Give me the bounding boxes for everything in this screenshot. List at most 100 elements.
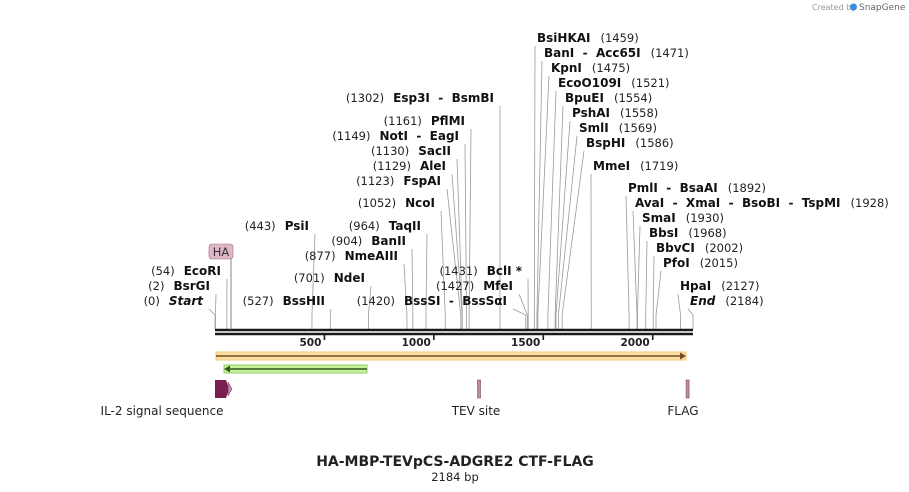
ha-tag[interactable]: HA: [208, 243, 234, 330]
feature-il-2-signal-sequence[interactable]: IL-2 signal sequence: [101, 380, 233, 418]
ha-tag-box: [208, 243, 234, 260]
site-line: [547, 90, 557, 329]
site-14[interactable]: PfoI(2015): [663, 256, 738, 270]
site-30[interactable]: BssSI - BssSαI(1420): [357, 294, 507, 308]
site-position: (1149): [332, 129, 370, 143]
site-lines: [208, 45, 694, 329]
site-0[interactable]: BsiHKAI(1459): [537, 31, 639, 45]
site-19[interactable]: NotI - EagI(1149): [332, 129, 459, 143]
site-2[interactable]: KpnI(1475): [551, 61, 630, 75]
site-position: (2127): [721, 279, 759, 293]
site-20[interactable]: SacII(1130): [371, 144, 451, 158]
site-position: (1052): [358, 196, 396, 210]
feature-tev-site[interactable]: TEV site: [451, 379, 501, 418]
site-name: BspHI: [586, 136, 625, 150]
site-line: [215, 293, 217, 329]
site-31[interactable]: PsiI(443): [245, 219, 309, 233]
feature-shape: [477, 379, 481, 399]
site-name: NcoI: [405, 196, 435, 210]
site-name: NmeAIII: [345, 249, 398, 263]
site-name: End: [690, 294, 716, 308]
site-line: [632, 210, 638, 329]
site-5[interactable]: PshAI(1558): [572, 106, 658, 120]
feature-label: TEV site: [451, 404, 501, 418]
orf-short-arrowhead: [224, 365, 230, 373]
site-line: [425, 233, 428, 329]
site-position: (1719): [640, 159, 678, 173]
site-position: (1459): [601, 31, 639, 45]
site-7[interactable]: BspHI(1586): [586, 136, 674, 150]
ruler-tick-label: 2000: [620, 337, 649, 349]
site-32[interactable]: BssHII(527): [243, 294, 325, 308]
ha-tag-label: HA: [213, 245, 230, 259]
feature-flag[interactable]: FLAG: [667, 379, 699, 418]
site-10[interactable]: AvaI - XmaI - BsoBI - TspMI (1928): [635, 196, 889, 210]
site-name: MmeI: [593, 159, 630, 173]
feature-shape-secondary: [227, 381, 233, 397]
site-9[interactable]: PmlI - BsaAI (1892): [628, 181, 766, 195]
site-line: [537, 75, 550, 329]
site-25[interactable]: BanII(904): [331, 234, 406, 248]
site-name: BpuEI: [565, 91, 604, 105]
site-line: [451, 173, 463, 329]
site-22[interactable]: FspAI(1123): [356, 174, 441, 188]
site-name: Esp3I - BsmBI: [393, 91, 494, 105]
site-position: (1928): [851, 196, 889, 210]
site-6[interactable]: SmlI(1569): [579, 121, 657, 135]
site-name: BssSI - BssSαI: [404, 294, 507, 308]
snapgene-logo: SnapGene: [850, 3, 906, 13]
orf-long[interactable]: [215, 351, 687, 361]
site-line: [557, 135, 578, 329]
site-name: BanII: [371, 234, 406, 248]
site-29[interactable]: MfeI(1427): [436, 279, 513, 293]
site-name: EcoO109I: [558, 76, 621, 90]
site-line: [512, 308, 527, 329]
feature-label: IL-2 signal sequence: [101, 404, 224, 418]
site-position: (1475): [592, 61, 630, 75]
site-position: (1427): [436, 279, 474, 293]
site-35[interactable]: Start(0): [144, 294, 205, 308]
site-name: PmlI - BsaAI: [628, 181, 718, 195]
site-24[interactable]: TaqII(964): [349, 219, 421, 233]
site-position: (1930): [686, 211, 724, 225]
site-name: NdeI: [334, 271, 365, 285]
site-position: (1431): [439, 264, 477, 278]
site-12[interactable]: BbsI(1968): [649, 226, 727, 240]
site-23[interactable]: NcoI (1052): [358, 196, 435, 210]
site-line: [533, 45, 536, 329]
site-1[interactable]: BanI - Acc65I(1471): [544, 46, 689, 60]
site-name: AvaI - XmaI - BsoBI - TspMI: [635, 196, 841, 210]
site-34[interactable]: BsrGI(2): [148, 279, 210, 293]
orf-short[interactable]: [223, 364, 368, 374]
site-8[interactable]: MmeI (1719): [593, 159, 678, 173]
site-position: (964): [349, 219, 380, 233]
site-position: (2002): [705, 241, 743, 255]
site-line: [208, 308, 216, 329]
site-18[interactable]: PflMI(1161): [384, 114, 465, 128]
site-name: EcoRI: [184, 264, 221, 278]
site-17[interactable]: Esp3I - BsmBI(1302): [346, 91, 494, 105]
site-33[interactable]: EcoRI(54): [151, 264, 221, 278]
site-position: (1892): [728, 181, 766, 195]
site-26[interactable]: NmeAIII(877): [305, 249, 398, 263]
site-28[interactable]: BclI *(1431): [439, 264, 522, 278]
site-position: (1521): [631, 76, 669, 90]
site-4[interactable]: BpuEI (1554): [565, 91, 652, 105]
site-27[interactable]: NdeI(701): [294, 271, 365, 285]
site-16[interactable]: End (2184): [690, 294, 764, 308]
site-position: (1558): [620, 106, 658, 120]
feature-label: FLAG: [667, 404, 698, 418]
site-3[interactable]: EcoO109I (1521): [558, 76, 670, 90]
site-21[interactable]: AleI(1129): [373, 159, 446, 173]
site-line: [411, 248, 414, 329]
site-position: (1554): [614, 91, 652, 105]
site-position: (2184): [725, 294, 763, 308]
site-15[interactable]: HpaI(2127): [680, 279, 759, 293]
site-position: (2015): [700, 256, 738, 270]
site-13[interactable]: BbvCI(2002): [656, 241, 743, 255]
site-line: [561, 150, 585, 329]
site-11[interactable]: SmaI(1930): [642, 211, 724, 225]
map-title: HA-MBP-TEVpCS-ADGRE2 CTF-FLAG: [316, 454, 594, 470]
